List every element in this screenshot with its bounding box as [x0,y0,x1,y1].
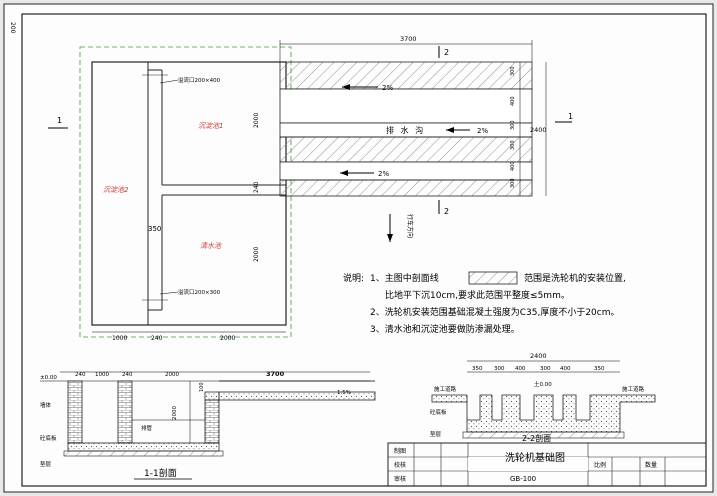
slope-top: 2% [382,84,393,92]
sec1-right: 1 [568,112,573,121]
sec2-bottom: 2 [444,207,449,216]
dim-right-5: 400 [510,161,516,171]
dim-top-total: 3700 [400,35,417,43]
dim-right-4: 300 [510,140,516,150]
white-strip-1 [279,88,533,124]
inlet-bottom: 溢流口200×300 [178,288,221,296]
s11-label-base: 垫层 [40,460,52,468]
slope-mid: 2% [477,127,488,135]
s11-slope: 1.5% [337,390,351,396]
s22-label-top: 土0.00 [534,380,552,388]
sec2-top: 2 [444,48,449,57]
channel-label: 排 水 沟 [386,125,425,135]
s22-label-base: 垫层 [430,430,442,438]
notes-hatch-sample [468,271,518,285]
notes-line1: 1、主图中剖面线 [370,272,439,284]
hatch-strip-3 [279,179,533,197]
section-1-1: ±0.00 240 1000 240 2000 3700 2000 100 1.… [40,370,376,480]
dim-left-v2: 240 [253,181,260,193]
s22-dim-total: 2400 [530,352,547,360]
hatch-strip-2 [279,136,533,163]
sheet-label: 200 [9,22,16,34]
tb-draw: 制图 [394,447,406,455]
s22-label-slab: 砼底板 [430,408,447,416]
dim-right-3: 300 [510,120,516,130]
s22-title: 2-2剖面 [522,433,551,443]
dim-right-2: 400 [510,96,516,106]
s11-label-slab: 砼底板 [40,434,57,442]
s11-dim-2000v: 2000 [172,406,178,420]
travel-direction: 行车方向 [406,214,414,238]
s11-dim-4: 2000 [165,372,179,378]
plan-view: 2% 2% 2% 排 水 沟 沉淀池1 沉淀池2 清水池 溢流口200×400 … [48,35,573,342]
s11-dim-100: 100 [199,382,205,392]
dim-left-v3: 2000 [253,247,260,262]
dim-bottom-3: 2000 [220,335,235,342]
hatch-strip-1 [279,61,533,90]
s11-ground: ±0.00 [40,375,57,381]
notes-line3: 2、洗轮机安装范围基础混凝土强度为C35,厚度不小于20cm。 [370,306,620,318]
s11-title: 1-1剖面 [144,467,177,479]
tb-check: 校核 [394,461,406,469]
tank-sed1: 沉淀池1 [198,122,223,130]
s11-label-pipe: 排管 [141,424,153,432]
tb-review: 审核 [394,475,406,483]
tank-sed2: 沉淀池2 [103,186,129,194]
notes-line1b: 范围是洗轮机的安装位置, [524,272,626,284]
dim-bottom-2: 240 [151,335,163,342]
s22-dim-1: 350 [472,366,483,372]
s22-road-right: 施工道路 [622,385,645,393]
s22-dim-5: 400 [560,366,571,372]
notes-line2: 比地平下沉10cm,要求此范围平整度≤5mm。 [385,289,570,301]
title-block: 制图 校核 审核 洗轮机基础图 GB-100 比例 数量 [387,442,707,487]
tank-clear: 清水池 [200,242,222,250]
dim-left-v1: 2000 [253,113,260,128]
s11-dim-total: 3700 [266,370,285,378]
inlet-top: 溢流口200×400 [178,76,221,84]
tb-code: GB-100 [510,475,536,483]
inner-frame [21,13,707,487]
s11-dim-2: 1000 [95,372,109,378]
notes-block: 说明: 1、主图中剖面线 范围是洗轮机的安装位置, 比地平下沉10cm,要求此范… [343,271,626,335]
tb-qty: 数量 [645,461,657,469]
s11-dim-3: 240 [122,372,133,378]
s11-dim-1: 240 [75,372,86,378]
white-strip-2 [279,161,533,181]
dim-350: 350 [148,225,161,233]
s11-label-wall: 墙体 [40,401,52,409]
sec1-left: 1 [57,116,62,125]
dim-right-total: 2400 [530,126,547,134]
s22-dim-4: 300 [540,366,551,372]
notes-line4: 3、清水池和沉淀池要做防渗漏处理。 [370,323,520,335]
notes-lead: 说明: [343,272,364,284]
dim-right-6: 300 [510,178,516,188]
s22-dim-6: 350 [594,366,605,372]
s22-road-left: 施工道路 [434,385,457,393]
dim-right-1: 300 [510,66,516,76]
tb-title: 洗轮机基础图 [505,451,565,464]
tb-scale: 比例 [594,461,606,469]
s22-dim-3: 400 [515,366,526,372]
slope-bottom: 2% [378,170,389,178]
dim-bottom-1: 1000 [112,335,127,342]
s22-dim-2: 300 [494,366,505,372]
